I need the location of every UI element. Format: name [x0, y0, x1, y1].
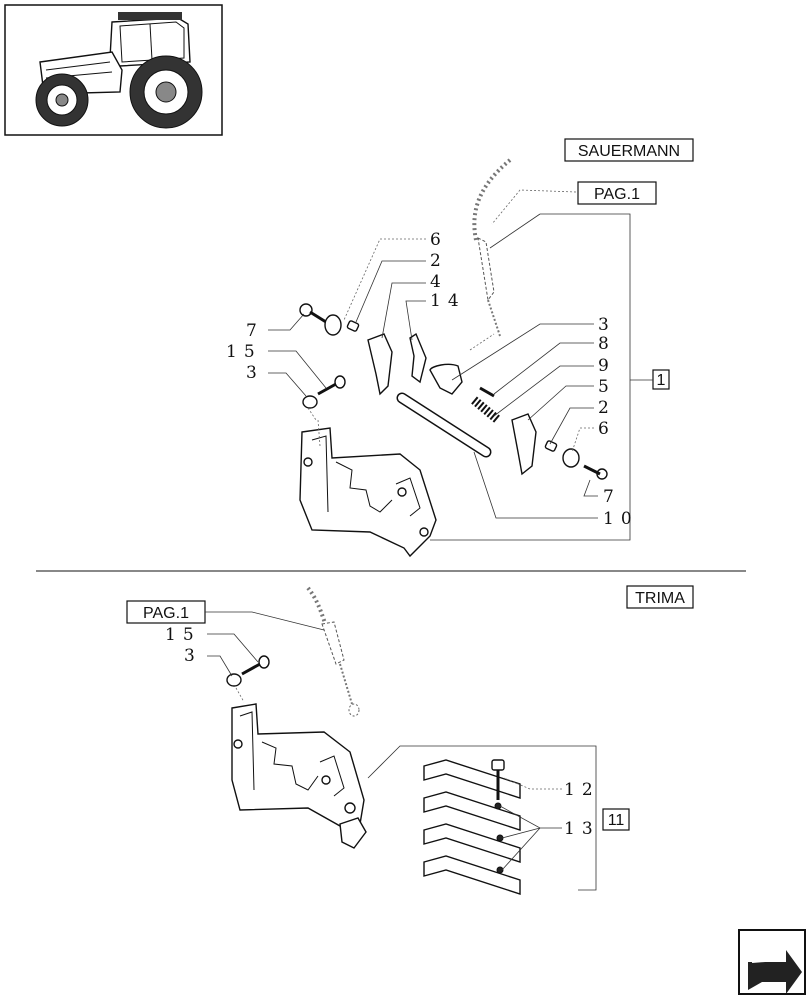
- callout-8: 8: [598, 334, 616, 354]
- callout-15: 15: [226, 342, 262, 362]
- sauermann-section: SAUERMANN PAG.1 1: [226, 138, 694, 558]
- screw-7-right: [583, 464, 608, 480]
- callout-6: 6: [430, 230, 448, 250]
- trima-callout-3: 3: [184, 646, 202, 666]
- trima-group-ref-box: [602, 808, 630, 831]
- shim-stack-13: [423, 759, 521, 895]
- callout-5: 5: [598, 377, 616, 397]
- lever-14: [409, 332, 427, 384]
- sauermann-page-ref-box[interactable]: [577, 181, 657, 205]
- callout-2-right: 2: [598, 398, 616, 418]
- bushing-6-right: [562, 448, 580, 468]
- sauermann-group-ref: 1: [657, 372, 666, 389]
- pin-2: [346, 320, 360, 332]
- lever-3: [429, 363, 463, 395]
- sauermann-tag-box: [564, 138, 694, 162]
- callout-7: 7: [246, 321, 264, 341]
- next-page-arrow-icon[interactable]: [738, 929, 806, 995]
- callout-9: 9: [598, 356, 616, 376]
- screw-7-left: [299, 303, 327, 324]
- callout-3-left: 3: [246, 363, 264, 383]
- trima-callout-12: 12: [564, 780, 600, 800]
- trima-tag: TRIMA: [635, 590, 685, 607]
- trima-group-ref: 11: [608, 812, 625, 829]
- trima-tag-box: [626, 585, 694, 609]
- screw-15-left: [317, 375, 346, 396]
- trima-callout-13: 13: [564, 819, 600, 839]
- sauermann-page-ref[interactable]: PAG.1: [594, 186, 640, 203]
- sauermann-tag: SAUERMANN: [578, 143, 680, 160]
- trima-page-ref[interactable]: PAG.1: [143, 605, 189, 622]
- trima-section: TRIMA PAG.1 15 3 11: [126, 585, 694, 895]
- washer-3: [302, 395, 318, 409]
- washer-3-trima: [226, 673, 242, 687]
- screw-15-trima: [241, 655, 270, 676]
- callout-10: 10: [603, 509, 639, 529]
- trima-callout-15: 15: [165, 625, 201, 645]
- tractor-thumbnail: [4, 4, 223, 136]
- bushing-6: [324, 314, 342, 336]
- lever-4: [367, 333, 393, 396]
- callout-6-right: 6: [598, 419, 616, 439]
- pin-2-right: [544, 440, 558, 452]
- callout-2: 2: [430, 251, 448, 271]
- sauermann-group-ref-box: [652, 369, 670, 390]
- screw-12: [491, 759, 505, 800]
- callout-14: 14: [430, 291, 466, 311]
- callout-3-right: 3: [598, 315, 616, 335]
- lever-5: [511, 413, 537, 476]
- callout-4: 4: [430, 272, 448, 292]
- callout-7-right: 7: [603, 487, 621, 507]
- trima-latch: [339, 817, 367, 849]
- spring-9: [471, 396, 501, 424]
- screw-8: [479, 386, 495, 398]
